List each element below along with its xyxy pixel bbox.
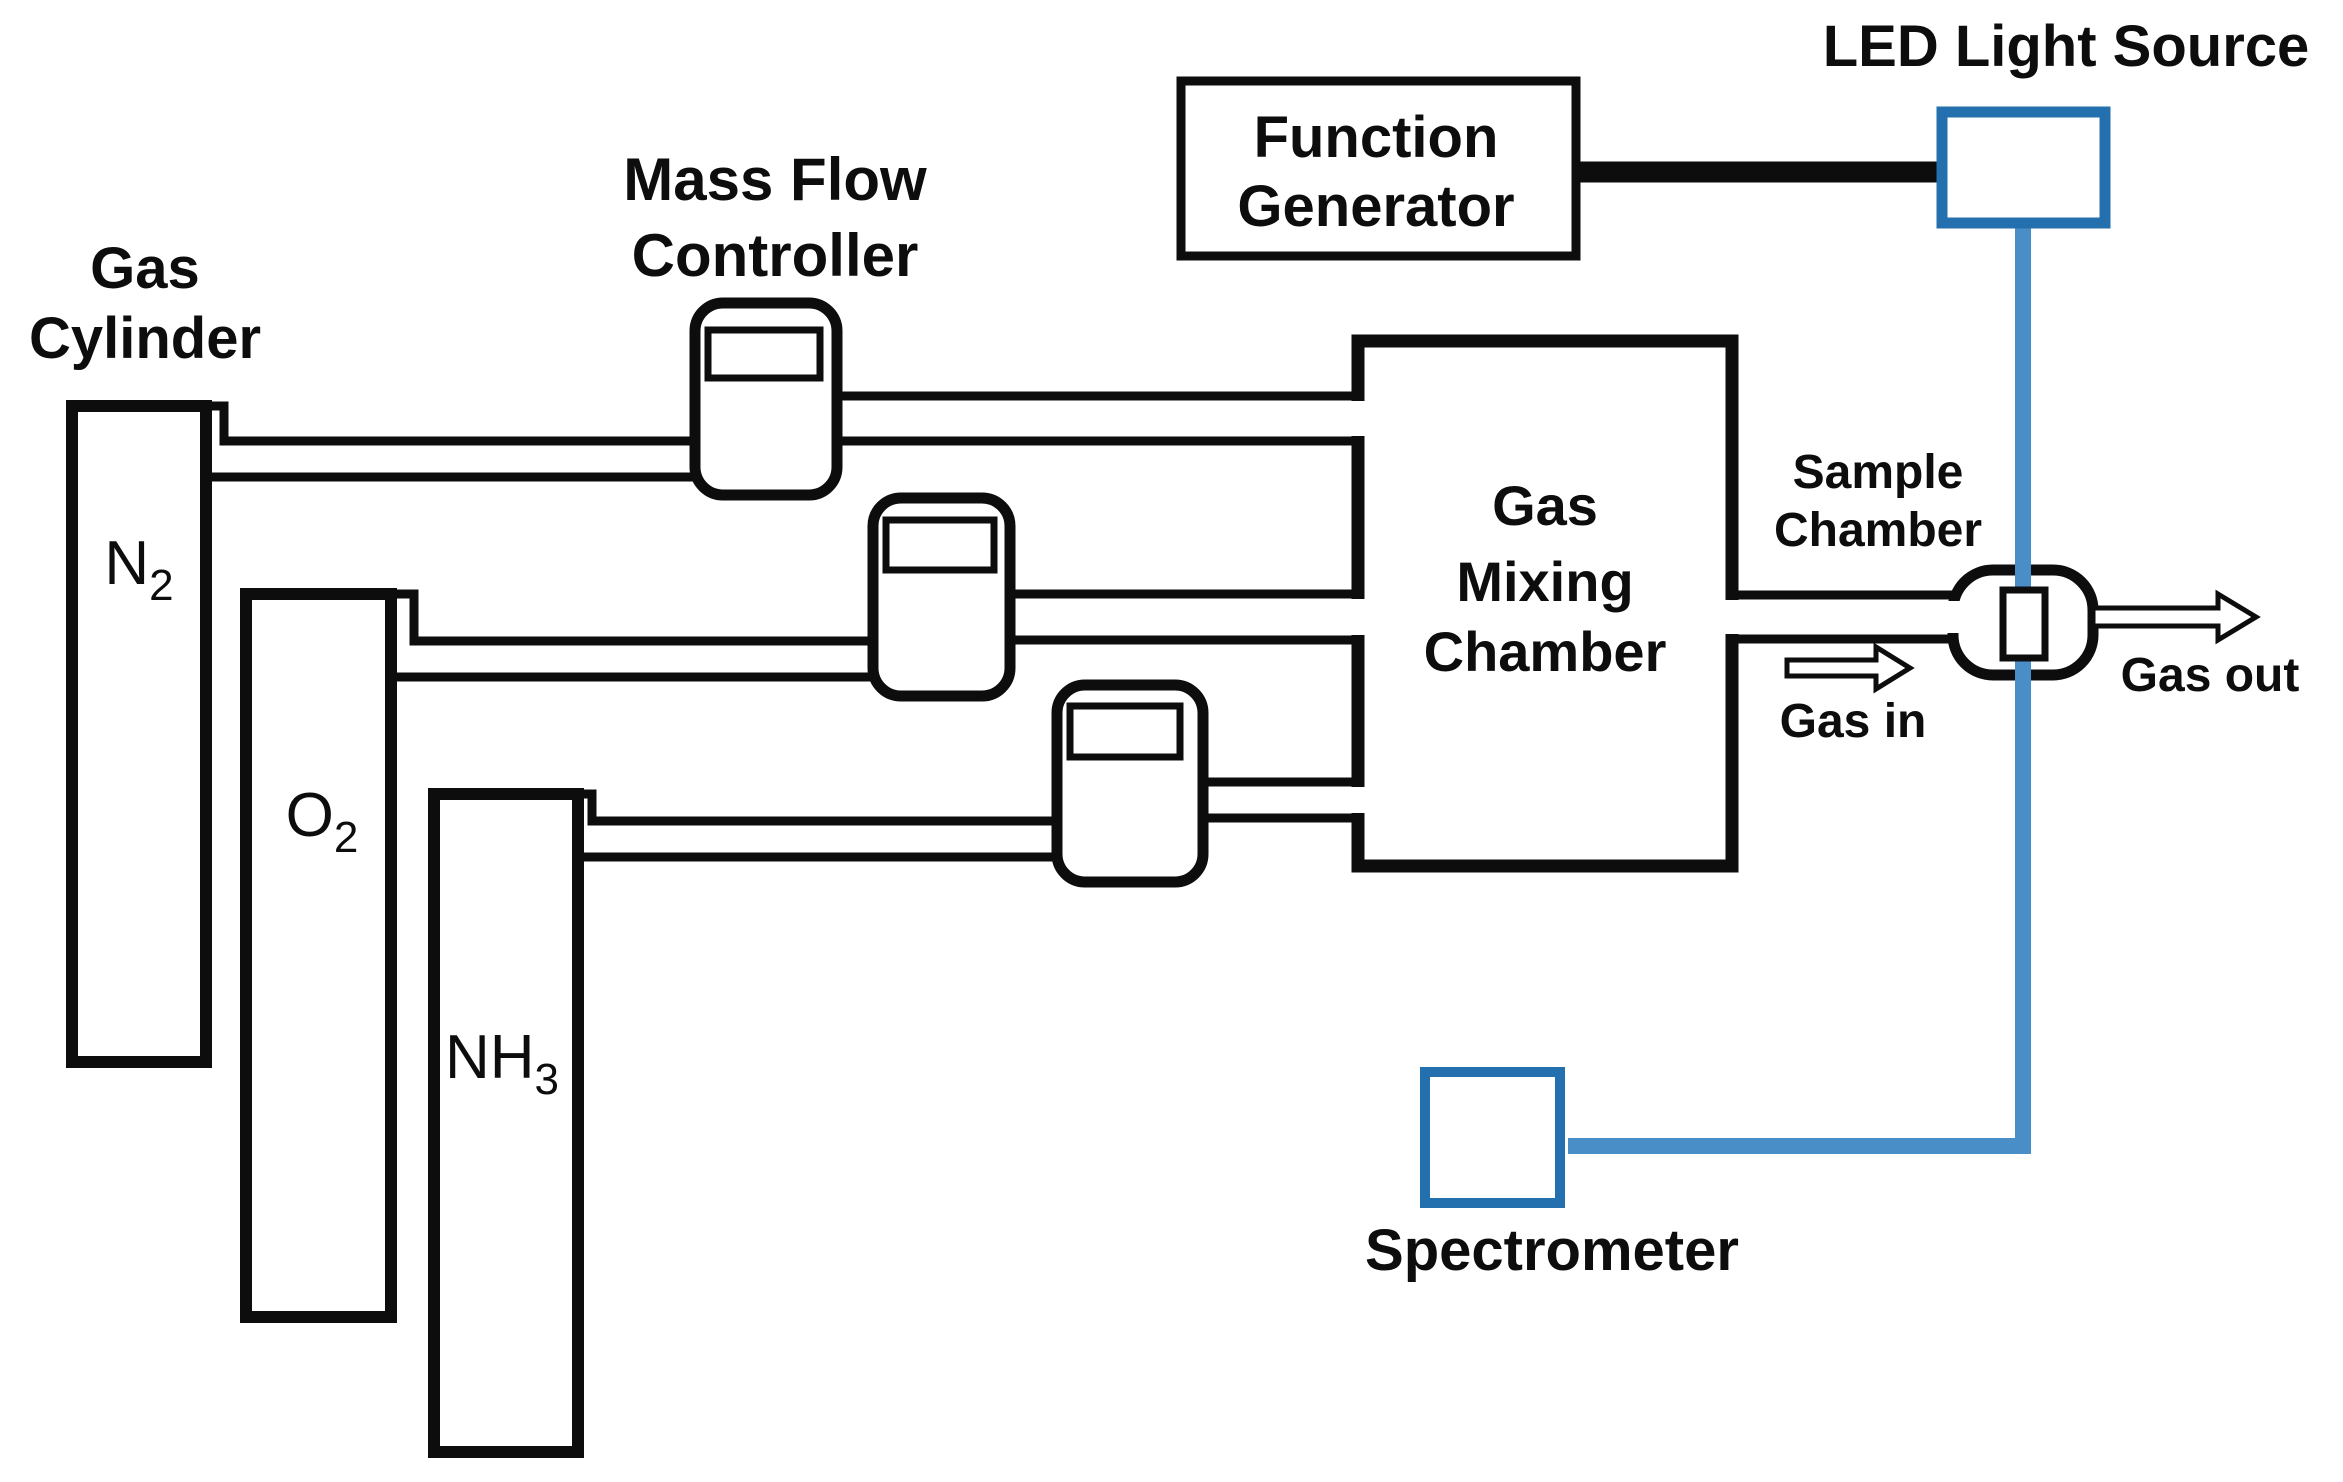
nh3-label-main: NH: [445, 1023, 535, 1092]
sample-cuvette: [1999, 586, 2049, 662]
spectrometer-box: [1420, 1067, 1565, 1208]
mass-flow-controller-label-line1: Mass Flow: [623, 146, 927, 213]
mass-flow-controllers: [689, 297, 1209, 888]
function-generator-label-line1: Function: [1254, 105, 1499, 170]
sample-chamber-label-line1: Sample: [1793, 446, 1964, 499]
n2-label-main: N: [104, 529, 149, 598]
o2-label-subscript: 2: [334, 813, 358, 862]
gas-mixing-chamber-label-line2: Mixing: [1456, 550, 1633, 613]
nh3-label-subscript: 3: [535, 1055, 559, 1104]
gas-out-arrow: [2090, 589, 2261, 645]
o2-label-main: O: [286, 781, 334, 850]
nh3-cylinder-label: NH3: [445, 1023, 559, 1104]
function-generator-box: [1176, 76, 1581, 261]
sample-chamber-inlet-opening: [1940, 601, 1962, 633]
function-generator-label-line2: Generator: [1237, 174, 1514, 239]
n2-cylinder: [66, 400, 212, 1068]
led-light-source-box: [1936, 106, 2111, 229]
mfc-display-2: [882, 516, 998, 574]
gas-out-label: Gas out: [2121, 649, 2300, 702]
chamber-port-1: [1346, 401, 1372, 436]
gas-mixing-chamber-label-line1: Gas: [1492, 474, 1598, 537]
o2-cylinder-label: O2: [286, 781, 359, 862]
gas-in-label: Gas in: [1780, 695, 1927, 748]
spectrometer-label: Spectrometer: [1365, 1218, 1739, 1283]
mass-flow-controller-label-line2: Controller: [632, 222, 919, 289]
chamber-port-2: [1346, 599, 1372, 635]
chamber-port-out: [1719, 600, 1745, 634]
gas-cylinder-label-line1: Gas: [90, 236, 200, 301]
pipe-nh3-to-mfc3-top: [572, 789, 1062, 826]
o2-cylinder: [240, 588, 397, 1323]
gas-mixing-chamber-label-line3: Chamber: [1424, 620, 1667, 683]
sample-chamber-label-line2: Chamber: [1774, 504, 1982, 557]
mfc-display-3: [1066, 702, 1184, 761]
nh3-cylinder: [428, 788, 584, 1458]
pipe-n2-to-mfc1-top: [206, 401, 700, 446]
gas-cylinders: [66, 400, 584, 1458]
led-light-source-label: LED Light Source: [1823, 14, 2310, 79]
gas-in-arrow: [1784, 642, 1915, 694]
chamber-port-3: [1346, 787, 1372, 813]
n2-cylinder-label: N2: [104, 529, 173, 610]
gas-pipes: [206, 391, 1985, 862]
gas-cylinder-label-line2: Cylinder: [29, 306, 261, 371]
mfc-display-1: [704, 326, 824, 382]
optical-path-line: [1568, 220, 2031, 1154]
pipe-o2-to-mfc2-top: [390, 589, 875, 646]
n2-label-subscript: 2: [149, 561, 173, 610]
text-labels: Gas Cylinder Mass Flow Controller Functi…: [29, 14, 2309, 1283]
